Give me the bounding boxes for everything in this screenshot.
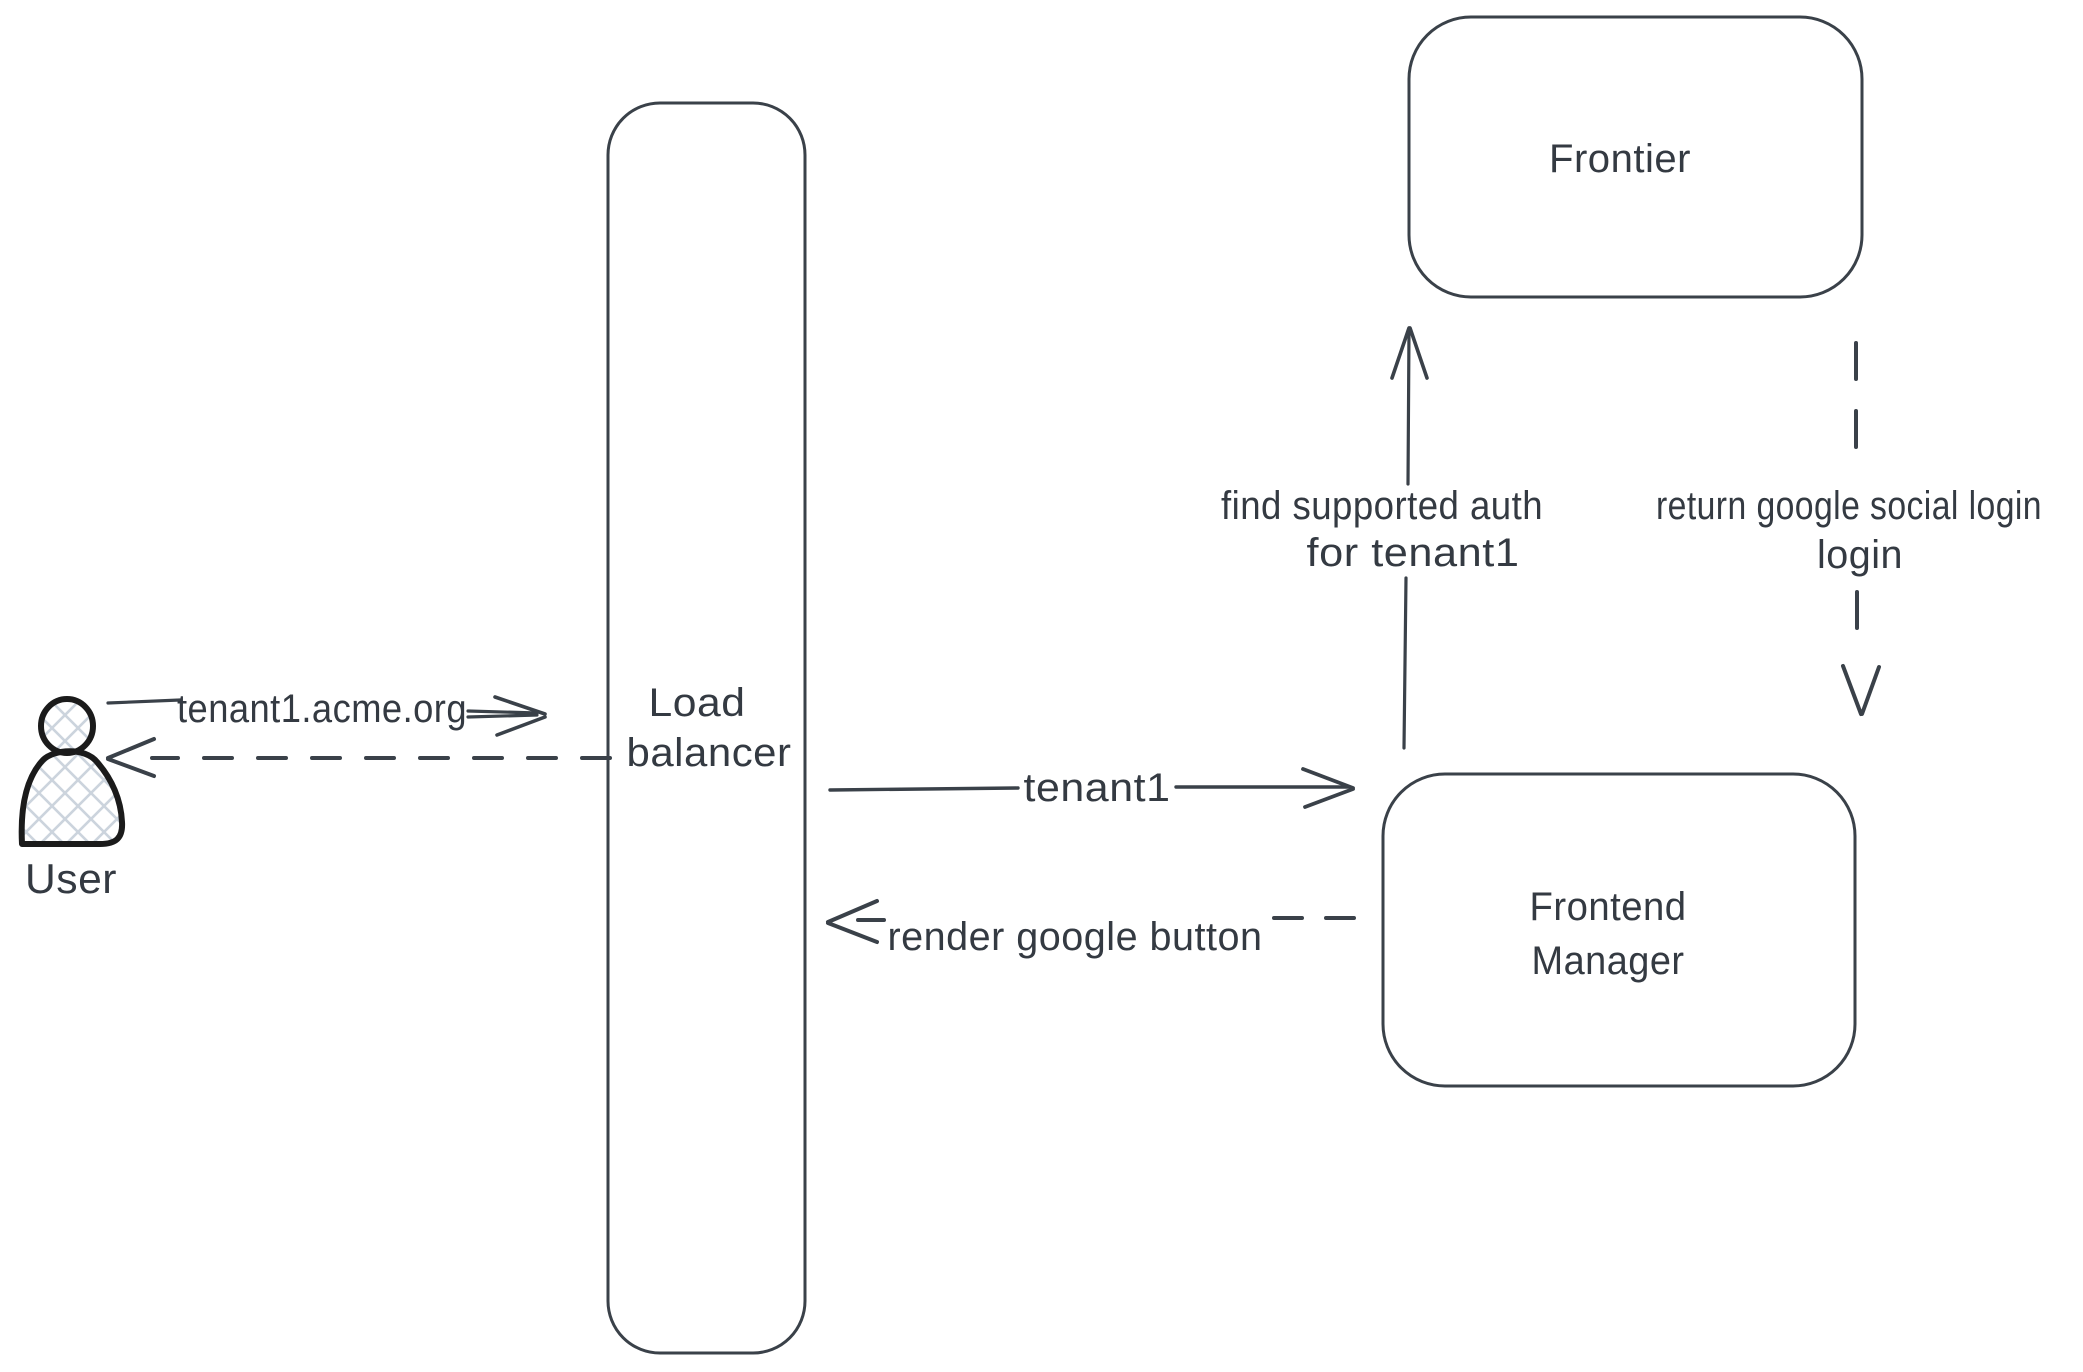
arrow-response-to-user [106,737,612,778]
user-label: User [25,855,117,902]
frontier-box [1407,15,1864,299]
arrow-find-supported-auth-label-line1: find supported auth [1221,484,1543,528]
arrow-return-google-social-login-label-line2: login [1817,533,1903,577]
arrow-tenant1-acme-org-label: tenant1.acme.org [177,687,467,731]
arrow-return-google-social-login-label-line1: return google social login [1656,484,2042,528]
arrow-tenant1 [828,767,1355,809]
arrow-render-google-button-label: render google button [888,915,1263,959]
load-balancer-box [606,101,807,1355]
arrow-tenant1-label: tenant1 [1024,766,1171,810]
user-actor-icon [18,696,126,848]
arrow-tenant1-acme-org [106,695,547,737]
arrow-return-google-social-login [1841,341,1881,716]
frontend-manager-label-line2: Manager [1532,939,1685,983]
arrow-find-supported-auth-label-line2: for tenant1 [1307,531,1520,575]
load-balancer-label-line2: balancer [627,731,792,775]
user-head [38,696,96,756]
arrow-render-google-button [826,899,1378,944]
user-body [18,748,126,848]
load-balancer-label-line1: Load [649,681,746,725]
frontend-manager-box [1381,772,1857,1088]
frontier-label: Frontier [1549,137,1691,181]
frontend-manager-label-line1: Frontend [1530,885,1687,929]
arrow-find-supported-auth [1390,326,1429,750]
